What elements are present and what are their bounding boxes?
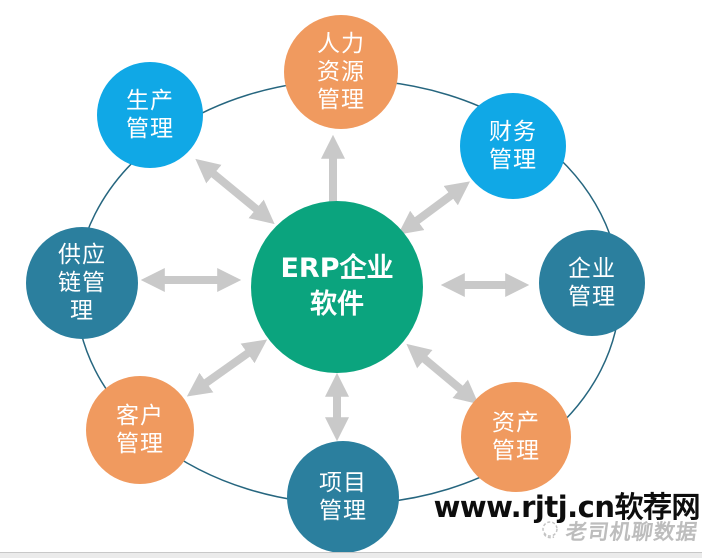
node-label: 客户 管理: [116, 402, 164, 457]
node-enterprise-management: 企业 管理: [539, 230, 645, 336]
node-supply-chain-management: 供应 链管 理: [26, 227, 138, 339]
node-hr-management: 人力 资源 管理: [284, 15, 398, 129]
node-label: 项目 管理: [319, 469, 367, 524]
node-label: 资产 管理: [492, 409, 540, 464]
center-node-label: ERP企业 软件: [280, 252, 394, 320]
arrow-down-right: [406, 343, 479, 405]
node-label: 供应 链管 理: [58, 241, 106, 325]
node-label: 企业 管理: [568, 255, 616, 310]
node-finance-management: 财务 管理: [460, 93, 566, 199]
node-label: 生产 管理: [126, 87, 174, 142]
node-production-management: 生产 管理: [97, 62, 203, 168]
bottom-bar: [0, 552, 702, 558]
arrow-up-right: [398, 181, 470, 235]
watermark-stamp: 老司机聊数据: [538, 516, 700, 546]
watermark-logo-icon: [542, 521, 558, 539]
node-project-management: 项目 管理: [287, 441, 399, 553]
watermark-stamp-text: 老司机聊数据: [564, 520, 700, 544]
node-label: 财务 管理: [489, 118, 537, 173]
node-label: 人力 资源 管理: [317, 30, 365, 114]
arrow-down-left: [186, 339, 268, 397]
watermark-site-text: www.rjtj.cn软荐网: [433, 490, 701, 524]
arrow-group: [140, 134, 530, 442]
arrow-up-left: [195, 158, 275, 225]
node-customer-management: 客户 管理: [86, 376, 194, 484]
node-asset-management: 资产 管理: [461, 382, 571, 492]
node-erp-center: ERP企业 软件: [251, 201, 423, 373]
